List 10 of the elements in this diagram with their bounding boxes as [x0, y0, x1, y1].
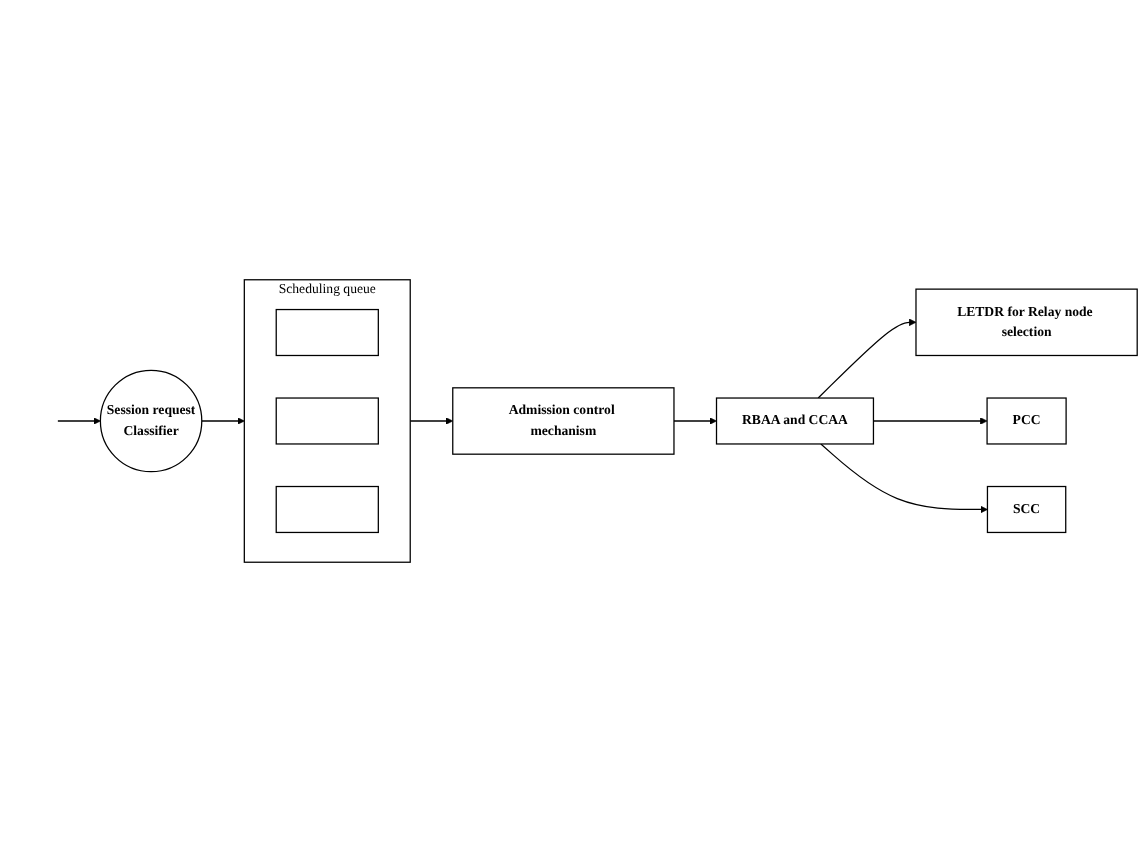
node-bar: [275, 485, 379, 534]
arrow: [817, 318, 917, 399]
arrow: [57, 417, 101, 425]
node-bar: [275, 397, 379, 445]
arrow: [409, 417, 454, 425]
node-bar: [275, 308, 379, 357]
arrow: [820, 443, 988, 514]
arrow: [872, 417, 988, 425]
arrow: [201, 417, 245, 425]
arrow: [673, 417, 717, 425]
